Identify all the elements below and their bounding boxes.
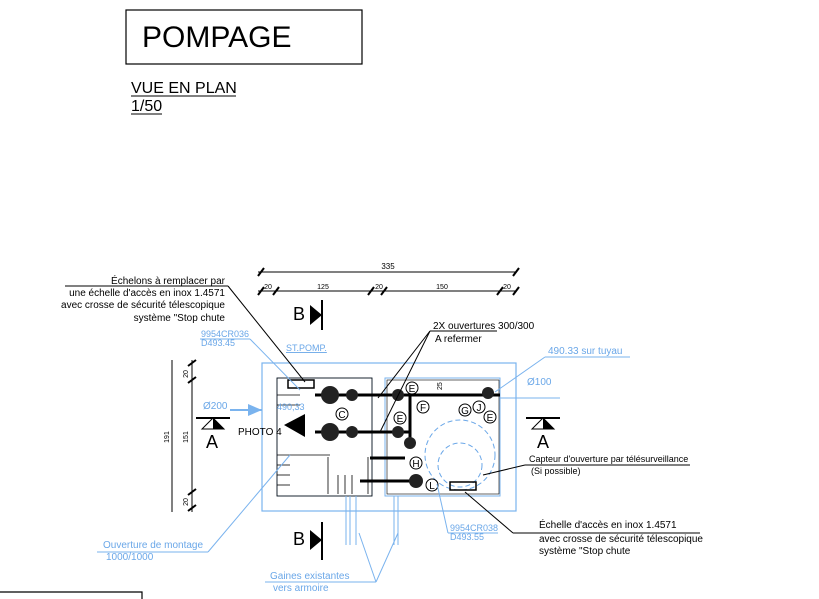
svg-text:J: J — [477, 403, 482, 414]
dim-25: 25 — [437, 382, 444, 390]
section-b-bottom: B — [293, 522, 323, 560]
annotation-ref2: 9954CR038 D493.55 — [436, 483, 498, 542]
svg-text:G: G — [461, 406, 469, 417]
svg-text:une échelle d'accès en inox 1.: une échelle d'accès en inox 1.4571 — [69, 288, 225, 299]
svg-text:A: A — [537, 432, 549, 452]
svg-text:(Si possible): (Si possible) — [531, 466, 581, 476]
st-pomp-label: ST.POMP. — [286, 343, 327, 353]
item-labels: C E E F G J E H L — [335, 381, 497, 492]
label-f: F — [416, 400, 430, 414]
svg-text:Gaines existantes: Gaines existantes — [270, 571, 350, 582]
svg-text:H: H — [412, 459, 419, 470]
svg-text:système "Stop chute: système "Stop chute — [134, 313, 226, 324]
svg-text:A refermer: A refermer — [435, 334, 482, 345]
svg-text:F: F — [420, 403, 426, 414]
horizontal-dimensions: 335 20 125 20 150 20 — [257, 262, 520, 296]
drawing-title: POMPAGE — [142, 21, 291, 54]
svg-text:D493.45: D493.45 — [201, 338, 235, 348]
label-l: L — [425, 478, 439, 492]
label-h: H — [409, 456, 423, 470]
label-e3: E — [483, 410, 497, 424]
svg-text:Échelons à remplacer par: Échelons à remplacer par — [111, 274, 226, 287]
svg-text:B: B — [293, 304, 305, 324]
annotation-capteur: Capteur d'ouverture par télésurveillance… — [482, 454, 690, 476]
diameter-200: Ø200 — [203, 401, 228, 412]
annotation-echelons: Échelons à remplacer par une échelle d'a… — [61, 274, 306, 383]
label-j: J — [472, 400, 486, 414]
svg-text:système "Stop chute: système "Stop chute — [539, 546, 631, 557]
annotation-ouvertures: 2X ouvertures 300/300 A refermer — [377, 321, 535, 433]
dim-seg-1: 20 — [264, 284, 272, 291]
dim-total: 335 — [381, 262, 395, 271]
svg-text:490.33 sur tuyau: 490.33 sur tuyau — [548, 346, 623, 357]
level-label: 490,33 — [277, 402, 305, 412]
svg-text:Capteur d'ouverture par télésu: Capteur d'ouverture par télésurveillance — [529, 454, 688, 464]
svg-text:1000/1000: 1000/1000 — [106, 552, 154, 563]
svg-text:E: E — [487, 413, 494, 424]
annotation-ouverture-montage: Ouverture de montage 1000/1000 — [97, 454, 291, 563]
vdim-total: 191 — [164, 431, 171, 443]
vdim-3: 20 — [183, 498, 190, 506]
svg-text:Échelle d'accès en inox 1.4571: Échelle d'accès en inox 1.4571 — [539, 518, 677, 531]
annotation-ref1: 9954CR036 D493.45 — [200, 329, 301, 391]
dim-seg-4: 150 — [436, 284, 448, 291]
view-name: VUE EN PLAN — [131, 80, 237, 97]
annotation-echelle: Échelle d'accès en inox 1.4571 avec cros… — [464, 491, 703, 557]
svg-text:D493.55: D493.55 — [450, 532, 484, 542]
section-b-top: B — [293, 300, 323, 330]
svg-text:C: C — [338, 410, 345, 421]
title-block-edge — [0, 591, 143, 599]
view-scale: 1/50 — [131, 98, 162, 115]
svg-text:E: E — [409, 384, 416, 395]
dim-seg-5: 20 — [503, 284, 511, 291]
svg-text:Ouverture de montage: Ouverture de montage — [103, 540, 203, 551]
photo-label: PHOTO 4 — [238, 427, 282, 438]
vdim-2: 151 — [183, 431, 190, 443]
label-e1: E — [405, 381, 419, 395]
svg-text:B: B — [293, 529, 305, 549]
label-e2: E — [393, 411, 407, 425]
pump-station-structure — [230, 362, 560, 545]
vdim-1: 20 — [183, 370, 190, 378]
label-g: G — [458, 403, 472, 417]
svg-text:avec crosse de sécurité télesc: avec crosse de sécurité télescopique — [61, 300, 225, 311]
title-box — [125, 9, 363, 65]
dim-seg-2: 125 — [317, 284, 329, 291]
svg-text:2X ouvertures 300/300: 2X ouvertures 300/300 — [433, 321, 535, 332]
label-c: C — [335, 407, 349, 421]
diameter-100: Ø100 — [527, 377, 552, 388]
section-a-right: A — [526, 417, 560, 452]
annotation-gaines: Gaines existantes vers armoire — [265, 532, 399, 594]
svg-text:avec crosse de sécurité télesc: avec crosse de sécurité télescopique — [539, 534, 703, 545]
dim-seg-3: 20 — [375, 284, 383, 291]
svg-text:9954CR036: 9954CR036 — [201, 329, 249, 339]
vertical-dimensions: 20 151 20 191 — [164, 359, 197, 512]
svg-text:vers armoire: vers armoire — [273, 583, 329, 594]
svg-text:L: L — [429, 481, 435, 492]
svg-text:A: A — [206, 432, 218, 452]
svg-text:9954CR038: 9954CR038 — [450, 523, 498, 533]
svg-text:E: E — [397, 414, 404, 425]
section-a-left: A — [196, 417, 230, 452]
annotation-sur-tuyau: 490.33 sur tuyau — [494, 346, 630, 393]
